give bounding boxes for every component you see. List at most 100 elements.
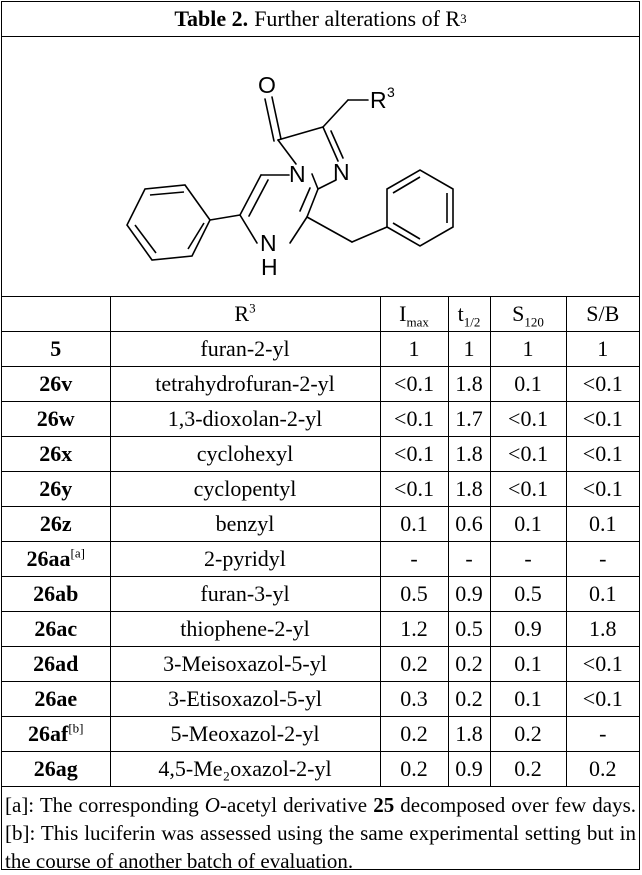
cell-s120: <0.1	[489, 401, 567, 437]
cell-thalf: 1	[447, 331, 491, 367]
cell-compound: 26ae	[2, 681, 111, 717]
cell-r3: furan-2-yl	[109, 331, 381, 367]
cell-sb: <0.1	[565, 471, 639, 507]
cell-r3: 3-Meisoxazol-5-yl	[109, 646, 381, 682]
cell-s120: -	[489, 541, 567, 577]
cell-compound: 26af[b]	[2, 716, 111, 752]
phenyl-ring	[126, 184, 211, 261]
cell-r3: benzyl	[109, 506, 381, 542]
bond-c2-n1-double	[330, 130, 344, 159]
cell-thalf: 1.8	[447, 436, 491, 472]
bond-n7-c8	[289, 216, 308, 244]
atom-r-sup: 3	[387, 84, 395, 100]
cell-imax: <0.1	[379, 436, 449, 472]
cell-compound: 26ad	[2, 646, 111, 682]
cell-sb: <0.1	[565, 366, 639, 402]
col-header-thalf: t1/2	[447, 297, 491, 332]
bond-c6-ph	[209, 214, 241, 221]
benzyl-phenyl-ring	[386, 169, 454, 247]
cell-r3: cyclopentyl	[109, 471, 381, 507]
cell-sb: <0.1	[565, 681, 639, 717]
cell-s120: 0.1	[489, 646, 567, 682]
cell-imax: 0.2	[379, 751, 449, 787]
col-header-compound	[2, 297, 111, 332]
cell-sb: <0.1	[565, 646, 639, 682]
cell-thalf: 0.6	[447, 506, 491, 542]
table-row: 26aa[a]2-pyridyl----	[2, 541, 639, 577]
cell-s120: 0.1	[489, 366, 567, 402]
cell-s120: 0.5	[489, 576, 567, 612]
cell-imax: 0.2	[379, 716, 449, 752]
cell-imax: 0.1	[379, 506, 449, 542]
cell-r3: 3-Etisoxazol-5-yl	[109, 681, 381, 717]
cell-sb: 1.8	[565, 611, 639, 647]
cell-compound: 5	[2, 331, 111, 367]
cell-imax: 1	[379, 331, 449, 367]
col-header-s120: S120	[489, 297, 567, 332]
cell-sb: -	[565, 541, 639, 577]
bond-ch2	[322, 99, 349, 128]
bond-c3-c2	[277, 126, 324, 141]
cell-sb: 0.1	[565, 506, 639, 542]
cell-thalf: 0.2	[447, 681, 491, 717]
cell-imax: 0.5	[379, 576, 449, 612]
atom-r-group: R	[370, 87, 387, 113]
cell-imax: 0.2	[379, 646, 449, 682]
cell-s120: 1	[489, 331, 567, 367]
bond-ch2-ph	[351, 226, 388, 243]
bond-c8-c8a	[306, 188, 319, 218]
cell-s120: 0.9	[489, 611, 567, 647]
cell-s120: 0.1	[489, 506, 567, 542]
cell-r3: tetrahydrofuran-2-yl	[109, 366, 381, 402]
bond-n4-c8a	[311, 173, 319, 190]
bond-c8-c8a-double	[299, 187, 311, 212]
bond-carbonyl	[271, 96, 282, 140]
cell-r3: thiophene-2-yl	[109, 611, 381, 647]
table-title-label: Table 2.	[174, 6, 249, 31]
cell-compound: 26ab	[2, 576, 111, 612]
header-row: R3 Imax t1/2 S120 S/B	[2, 297, 639, 332]
cell-sb: 0.2	[565, 751, 639, 787]
cell-sb: 1	[565, 331, 639, 367]
cell-imax: 0.3	[379, 681, 449, 717]
atom-n-bridge: N	[289, 161, 306, 187]
cell-r3: 5-Meoxazol-2-yl	[109, 716, 381, 752]
structure-drawing: O R 3 N N N H	[126, 72, 454, 280]
cell-thalf: 1.8	[447, 716, 491, 752]
bond-c5-c6	[239, 174, 262, 216]
cell-compound: 26z	[2, 506, 111, 542]
cell-sb: 0.1	[565, 576, 639, 612]
cell-imax: <0.1	[379, 471, 449, 507]
cell-s120: <0.1	[489, 471, 567, 507]
cell-imax: <0.1	[379, 401, 449, 437]
cell-compound: 26aa[a]	[2, 541, 111, 577]
cell-compound: 26w	[2, 401, 111, 437]
cell-sb: <0.1	[565, 401, 639, 437]
bond-c8-ch2	[306, 216, 353, 243]
cell-imax: -	[379, 541, 449, 577]
cell-thalf: 1.7	[447, 401, 491, 437]
cell-r3: 1,3-dioxolan-2-yl	[109, 401, 381, 437]
cell-s120: <0.1	[489, 436, 567, 472]
cell-compound: 26ag	[2, 751, 111, 787]
table-title-text: Further alterations of R	[254, 6, 461, 31]
bond-carbonyl-double	[264, 98, 275, 142]
cell-sb: -	[565, 716, 639, 752]
bond-c6-n7	[239, 214, 258, 244]
col-header-sb: S/B	[565, 297, 639, 332]
cell-r3: furan-3-yl	[109, 576, 381, 612]
